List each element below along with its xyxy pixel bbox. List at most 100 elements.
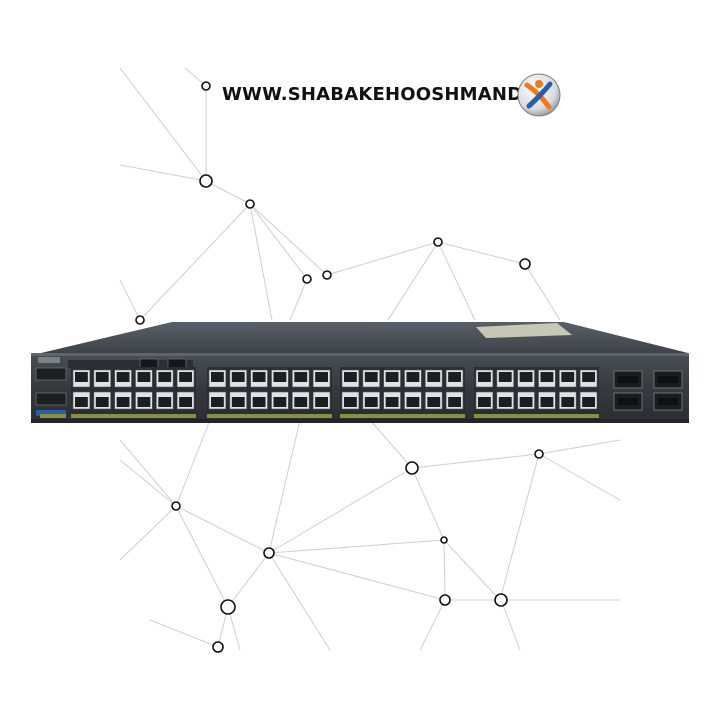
switch-top-panel bbox=[41, 322, 688, 353]
graph-edge bbox=[175, 505, 229, 608]
graph-edge bbox=[289, 278, 308, 321]
sfp-slot-inner bbox=[658, 376, 678, 383]
port-bank bbox=[474, 367, 599, 414]
ethernet-port-socket bbox=[561, 372, 575, 382]
ethernet-port-socket bbox=[315, 397, 328, 407]
sfp-slot-inner bbox=[618, 398, 638, 405]
graph-node bbox=[212, 641, 224, 653]
graph-edge bbox=[419, 599, 446, 651]
ethernet-port-socket bbox=[448, 372, 461, 382]
usb-area bbox=[68, 360, 193, 368]
shabakeh-hooshmand-logo-icon bbox=[517, 73, 561, 117]
port-bank bbox=[207, 367, 332, 414]
graph-node bbox=[220, 599, 236, 615]
mode-button bbox=[36, 410, 66, 416]
ethernet-port-banks bbox=[71, 367, 599, 414]
graph-node bbox=[405, 461, 419, 475]
ethernet-port-socket bbox=[95, 372, 109, 382]
led-strip bbox=[207, 414, 332, 418]
led-strips bbox=[40, 414, 599, 418]
ethernet-port-socket bbox=[385, 372, 399, 382]
ethernet-port-socket bbox=[344, 372, 357, 382]
graph-node bbox=[494, 593, 508, 607]
ethernet-port-socket bbox=[158, 397, 172, 407]
ethernet-port-socket bbox=[315, 372, 328, 382]
ethernet-port-socket bbox=[273, 397, 287, 407]
ethernet-port-socket bbox=[364, 372, 378, 382]
graph-node bbox=[135, 315, 145, 325]
ethernet-port-socket bbox=[137, 372, 151, 382]
ethernet-port-socket bbox=[540, 397, 554, 407]
ethernet-port-socket bbox=[294, 372, 308, 382]
graph-edge bbox=[369, 419, 413, 469]
ethernet-port-socket bbox=[561, 397, 575, 407]
ethernet-port-socket bbox=[137, 397, 151, 407]
graph-node bbox=[439, 594, 451, 606]
graph-edge bbox=[268, 467, 413, 554]
graph-edge bbox=[149, 619, 219, 648]
graph-edge bbox=[443, 539, 446, 601]
graph-edge bbox=[538, 439, 621, 455]
ethernet-port-socket bbox=[519, 397, 533, 407]
sfp-slot-inner bbox=[618, 376, 638, 383]
led-strip bbox=[340, 414, 465, 418]
graph-edge bbox=[411, 467, 445, 541]
led-strip bbox=[474, 414, 599, 418]
ethernet-port-socket bbox=[582, 397, 595, 407]
ethernet-port-socket bbox=[406, 397, 420, 407]
ethernet-port-socket bbox=[344, 397, 357, 407]
graph-node bbox=[322, 270, 332, 280]
graph-edge bbox=[499, 453, 540, 601]
graph-edge bbox=[268, 539, 445, 554]
led-strip bbox=[40, 414, 66, 418]
graph-edge bbox=[205, 180, 251, 205]
graph-node bbox=[201, 81, 211, 91]
ethernet-port-socket bbox=[231, 372, 245, 382]
graph-edge bbox=[538, 453, 621, 501]
ethernet-port-socket bbox=[427, 372, 441, 382]
ethernet-port-socket bbox=[540, 372, 554, 382]
ethernet-port-socket bbox=[519, 372, 533, 382]
graph-edge bbox=[411, 453, 540, 469]
graph-edge bbox=[119, 505, 177, 561]
ethernet-port-socket bbox=[95, 397, 109, 407]
graph-node bbox=[245, 199, 255, 209]
graph-edge bbox=[119, 459, 177, 507]
graph-edge bbox=[175, 505, 270, 554]
graph-node bbox=[199, 174, 213, 188]
graph-edge bbox=[268, 552, 446, 601]
graph-edge bbox=[326, 241, 439, 276]
sfp-slot-inner bbox=[658, 398, 678, 405]
ethernet-port-socket bbox=[294, 397, 308, 407]
graph-edge bbox=[268, 419, 301, 554]
graph-node bbox=[534, 449, 544, 459]
graph-node bbox=[263, 547, 275, 559]
graph-edge bbox=[443, 539, 501, 601]
graph-node bbox=[302, 274, 312, 284]
graph-edge bbox=[249, 203, 328, 276]
ethernet-port-socket bbox=[582, 372, 595, 382]
graph-node bbox=[433, 237, 443, 247]
port-bank bbox=[71, 367, 196, 414]
console-port bbox=[35, 367, 67, 381]
ethernet-port-socket bbox=[179, 372, 192, 382]
graph-edge bbox=[139, 203, 251, 321]
graph-node bbox=[519, 258, 531, 270]
graph-edge bbox=[227, 552, 270, 608]
console-port bbox=[35, 392, 67, 406]
ethernet-port-socket bbox=[116, 372, 130, 382]
ethernet-port-socket bbox=[406, 372, 420, 382]
website-url: WWW.SHABAKEHOOSHMAND.IR bbox=[222, 84, 551, 105]
graph-edge bbox=[387, 241, 439, 321]
graph-edge bbox=[119, 164, 207, 182]
graph-edge bbox=[175, 419, 211, 507]
console-ports bbox=[35, 357, 193, 416]
ethernet-port-socket bbox=[252, 372, 266, 382]
ethernet-port-socket bbox=[75, 397, 88, 407]
graph-edge bbox=[437, 241, 476, 321]
ethernet-port-socket bbox=[231, 397, 245, 407]
ethernet-port-socket bbox=[273, 372, 287, 382]
